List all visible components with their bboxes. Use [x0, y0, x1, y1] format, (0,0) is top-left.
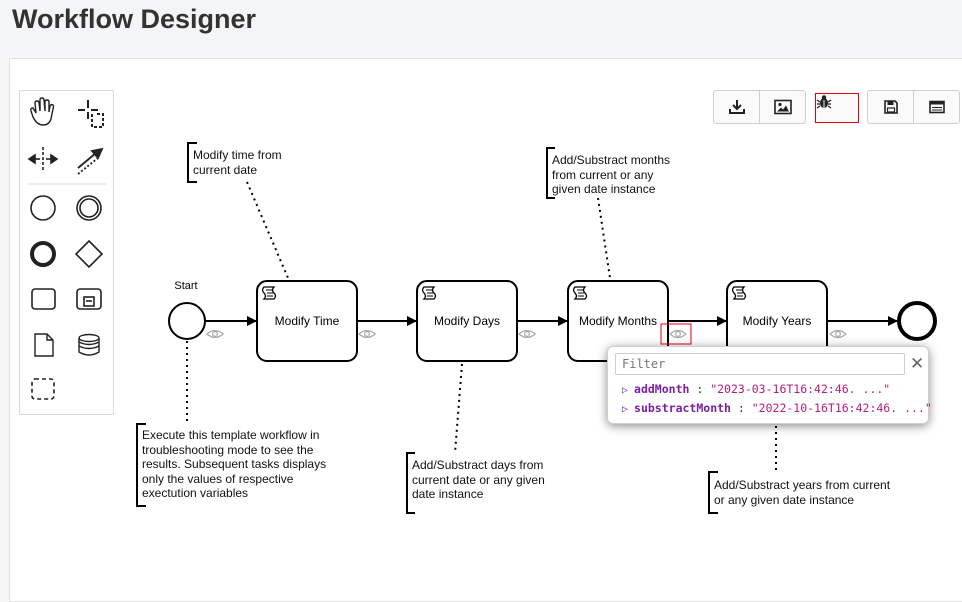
- tool-palette: [19, 90, 114, 415]
- task-label: Modify Years: [743, 314, 812, 328]
- page-title: Workflow Designer: [12, 4, 257, 34]
- task-modify-days[interactable]: Modify Days: [416, 280, 518, 362]
- association-lines: [186, 181, 777, 472]
- gateway-icon[interactable]: [74, 239, 104, 269]
- window-icon: [928, 100, 945, 114]
- save-button[interactable]: [867, 90, 914, 124]
- task-label: Modify Time: [275, 314, 340, 328]
- image-icon: [773, 99, 792, 115]
- data-object-icon[interactable]: [34, 333, 54, 357]
- variables-popup: ✕ ▷addMonth : "2023-03-16T16:42:46. ..."…: [607, 346, 932, 424]
- start-event[interactable]: [168, 302, 206, 340]
- expand-arrow-icon[interactable]: ▷: [622, 385, 629, 396]
- expand-arrow-icon[interactable]: ▷: [622, 404, 629, 415]
- annotation-modify-time: Modify time from current date: [193, 148, 282, 177]
- start-label: Start: [174, 280, 197, 292]
- export-image-button[interactable]: [759, 90, 806, 124]
- annotation-modify-months: Add/Substract months from current or any…: [552, 153, 671, 196]
- download-button[interactable]: [713, 90, 760, 124]
- connect-icon[interactable]: [77, 147, 104, 175]
- eye-icon[interactable]: [358, 329, 376, 339]
- variable-row[interactable]: ▷substractMonth : "2022-10-16T16:42:46. …: [622, 401, 932, 415]
- task-label: Modify Days: [434, 314, 500, 328]
- task-modify-time[interactable]: Modify Time: [256, 280, 358, 362]
- lasso-icon[interactable]: [78, 100, 104, 128]
- task-modify-months[interactable]: Modify Months: [567, 280, 669, 362]
- intermediate-event-icon[interactable]: [76, 195, 102, 221]
- debug-button[interactable]: [815, 93, 859, 123]
- task-label: Modify Months: [579, 314, 657, 328]
- close-icon[interactable]: ✕: [910, 354, 925, 374]
- download-icon: [728, 100, 745, 114]
- eye-icon[interactable]: [829, 329, 847, 339]
- start-event-icon[interactable]: [30, 195, 56, 221]
- space-icon[interactable]: [27, 147, 59, 171]
- task-icon[interactable]: [31, 288, 56, 310]
- annotation-start: Execute this template workflow in troubl…: [142, 428, 327, 500]
- annotation-modify-years: Add/Substract years from current or any …: [714, 478, 891, 507]
- end-event[interactable]: [897, 301, 937, 341]
- hand-icon[interactable]: [30, 97, 55, 126]
- bug-icon: [816, 95, 832, 109]
- end-event-icon[interactable]: [30, 241, 56, 267]
- annotation-modify-days: Add/Substract days from current date or …: [412, 458, 545, 501]
- save-icon: [883, 100, 898, 114]
- task-modify-years[interactable]: Modify Years: [726, 280, 828, 362]
- properties-button[interactable]: [913, 90, 960, 124]
- eye-icon[interactable]: [518, 329, 536, 339]
- filter-input[interactable]: [615, 353, 905, 375]
- active-eye-highlight: [660, 323, 692, 345]
- group-icon[interactable]: [31, 378, 55, 400]
- eye-icon[interactable]: [206, 329, 224, 339]
- variable-row[interactable]: ▷addMonth : "2023-03-16T16:42:46. ...": [622, 382, 891, 396]
- annotation-brackets: [136, 142, 718, 514]
- eye-icon[interactable]: [669, 329, 687, 339]
- data-store-icon[interactable]: [78, 333, 100, 356]
- subprocess-icon[interactable]: [76, 288, 102, 310]
